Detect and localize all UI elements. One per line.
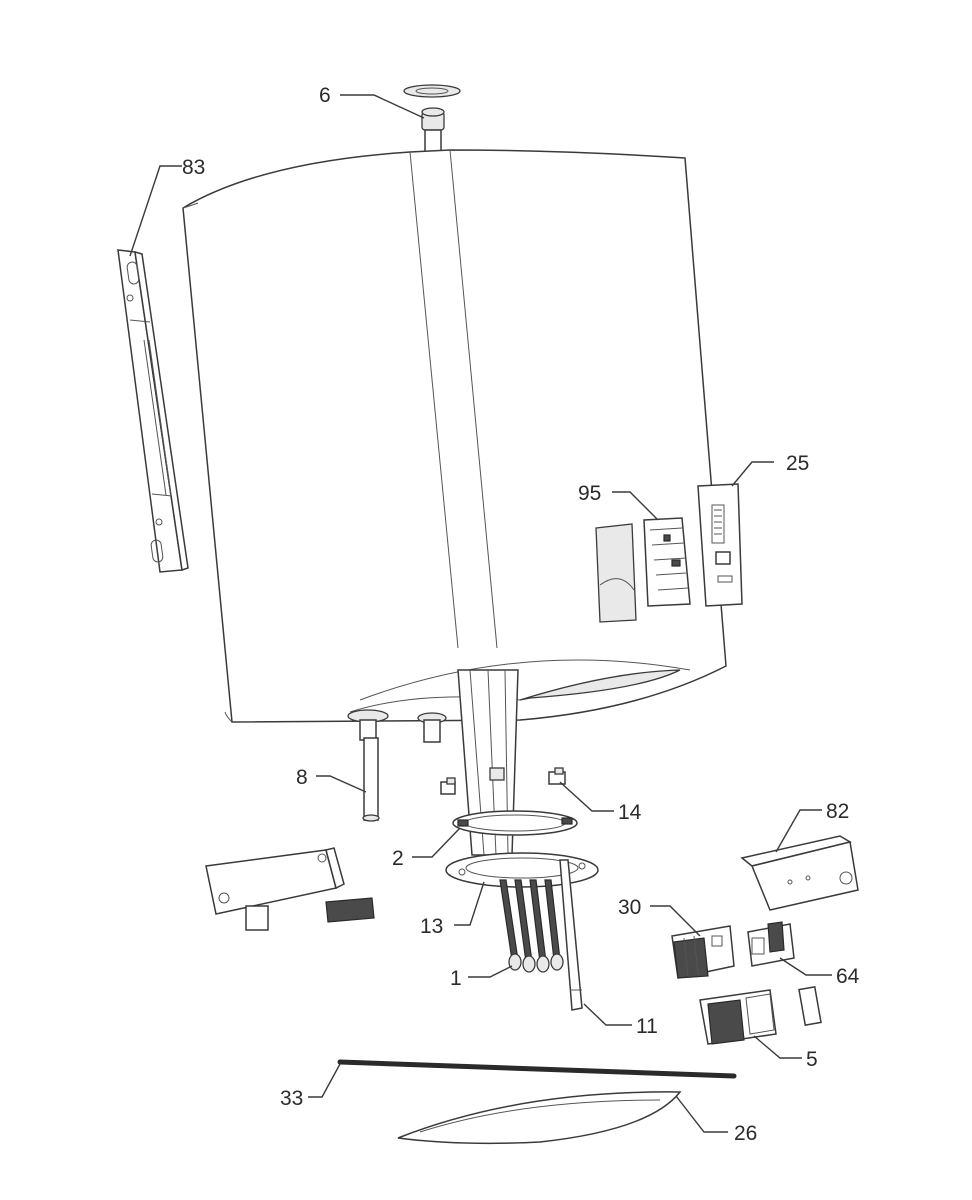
label-95: 95: [578, 482, 601, 505]
label-8: 8: [296, 766, 308, 789]
part-5-thermostat: [699, 986, 822, 1045]
label-13: 13: [420, 915, 443, 938]
part-1-heating-elements: [499, 879, 564, 973]
label-83: 83: [182, 156, 205, 179]
part-8-inlet-pipe: [362, 737, 380, 822]
part-83-wall-bracket: [117, 249, 189, 573]
part-30-terminal-block: [671, 925, 735, 979]
label-11: 11: [636, 1015, 658, 1038]
label-5: 5: [806, 1048, 818, 1071]
label-14: 14: [618, 801, 642, 824]
terminal-bracket-left: [205, 847, 375, 931]
tank-bottom-connectors: [347, 709, 447, 743]
label-64: 64: [836, 965, 860, 988]
leader-lines: [129, 94, 832, 1133]
part-labels: 6 83 25 95 8 14 82 2 13 30 64 1 11 5 33 …: [182, 84, 860, 1145]
part-82-mounting-plate: [740, 835, 859, 911]
label-26: 26: [734, 1122, 757, 1145]
part-14-clips: [440, 767, 566, 795]
water-heater-tank: [182, 149, 727, 723]
part-95-control-board: [595, 517, 691, 623]
part-33-rod: [337, 1059, 737, 1079]
label-2: 2: [392, 847, 404, 870]
part-25-display-module: [697, 483, 743, 607]
part-6-top-fitting: [403, 84, 461, 155]
label-82: 82: [826, 800, 849, 823]
part-13-flange: [445, 852, 599, 888]
label-33: 33: [280, 1087, 303, 1110]
part-11-anode-bracket: [559, 859, 583, 1011]
label-6: 6: [319, 84, 331, 107]
part-64-relay: [747, 921, 795, 967]
part-26-bottom-cover: [397, 1091, 682, 1145]
part-2-gasket: [452, 810, 578, 836]
label-1: 1: [450, 967, 462, 990]
label-30: 30: [618, 896, 641, 919]
label-25: 25: [786, 452, 809, 475]
